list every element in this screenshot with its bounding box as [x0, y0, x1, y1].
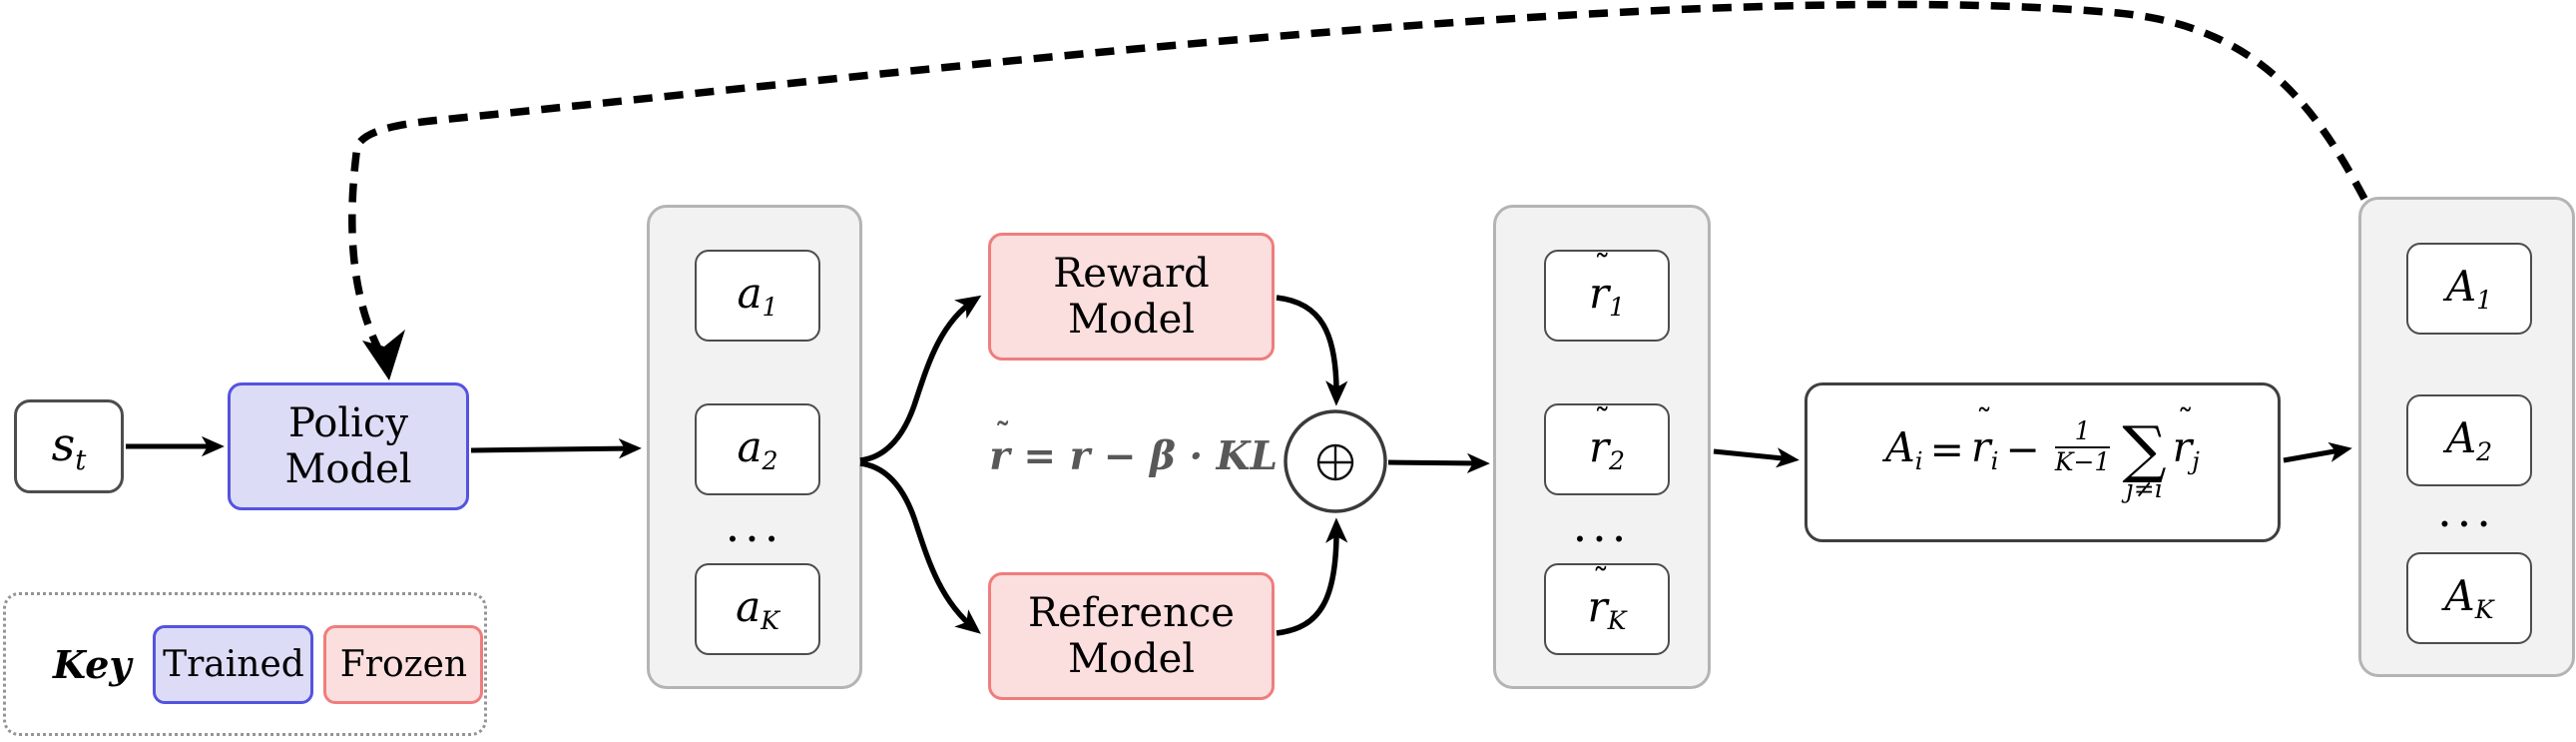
advantages-column: A1 A2 ... AK — [2358, 197, 2575, 677]
advantage-formula: Ai = r˜i − 1 K−1 ∑ j≠i r˜j — [1885, 401, 2200, 503]
key-trained-label: Trained — [163, 643, 304, 685]
reward-box-1: r˜1 — [1544, 250, 1670, 342]
arrow-formula-to-advantages — [2283, 441, 2352, 463]
advantage-label-2: A2 — [2445, 413, 2493, 467]
feedback-arrowhead — [362, 330, 405, 380]
key-frozen-label: Frozen — [339, 643, 468, 685]
action-box-2: a2 — [695, 403, 820, 495]
advantage-box-K: AK — [2406, 552, 2532, 644]
action-label-1: a1 — [737, 269, 778, 323]
reward-model-box: Reward Model — [988, 233, 1275, 361]
fraction: 1 K−1 — [2054, 416, 2111, 476]
summation: ∑ j≠i — [2122, 411, 2167, 503]
advantage-label-1: A1 — [2445, 262, 2493, 316]
action-label-2: a2 — [737, 422, 778, 476]
action-label-K: aK — [736, 582, 779, 636]
advantage-formula-box: Ai = r˜i − 1 K−1 ∑ j≠i r˜j — [1804, 382, 2281, 542]
advantage-box-1: A1 — [2406, 243, 2532, 335]
policy-model-label: Policy Model — [284, 399, 412, 492]
advantage-label-K: AK — [2444, 571, 2494, 625]
key-legend: Key Trained Frozen — [3, 592, 487, 736]
oplus-icon — [1316, 443, 1354, 481]
state-label: st — [51, 416, 87, 476]
arrow-sum-to-rewards — [1387, 452, 1490, 473]
kl-formula: r˜ = r − β · KL — [989, 416, 1278, 479]
reward-label-2: r˜2 — [1588, 400, 1626, 476]
reward-label-K: r˜K — [1587, 560, 1627, 636]
reward-model-label: Reward Model — [1053, 250, 1210, 343]
fork-actions-to-reference — [859, 460, 981, 634]
key-trained-box: Trained — [153, 624, 314, 704]
arrow-policy-to-actions — [470, 438, 642, 459]
action-box-1: a1 — [695, 250, 820, 342]
key-title: Key — [53, 641, 132, 687]
advantage-box-2: A2 — [2406, 394, 2532, 486]
actions-dots: ... — [725, 498, 784, 552]
state-box: st — [14, 399, 124, 493]
sum-node — [1284, 409, 1387, 513]
reward-box-K: r˜K — [1544, 563, 1670, 655]
advantages-dots: ... — [2437, 483, 2496, 537]
fork-actions-to-reward — [859, 295, 982, 463]
rewards-dots: ... — [1572, 498, 1632, 552]
key-frozen-box: Frozen — [323, 624, 484, 704]
reward-label-1: r˜1 — [1588, 247, 1626, 323]
arrow-rewards-to-formula — [1713, 447, 1800, 468]
arrow-reference-to-sum — [1276, 517, 1348, 636]
reference-model-box: Reference Model — [988, 572, 1275, 700]
reference-model-label: Reference Model — [1028, 589, 1235, 682]
actions-column: a1 a2 ... aK — [647, 205, 862, 689]
arrow-reward-to-sum — [1276, 295, 1348, 406]
action-box-K: aK — [695, 563, 820, 655]
policy-model-box: Policy Model — [228, 382, 469, 510]
reward-box-2: r˜2 — [1544, 403, 1670, 495]
rewards-column: r˜1 r˜2 ... r˜K — [1493, 205, 1711, 689]
